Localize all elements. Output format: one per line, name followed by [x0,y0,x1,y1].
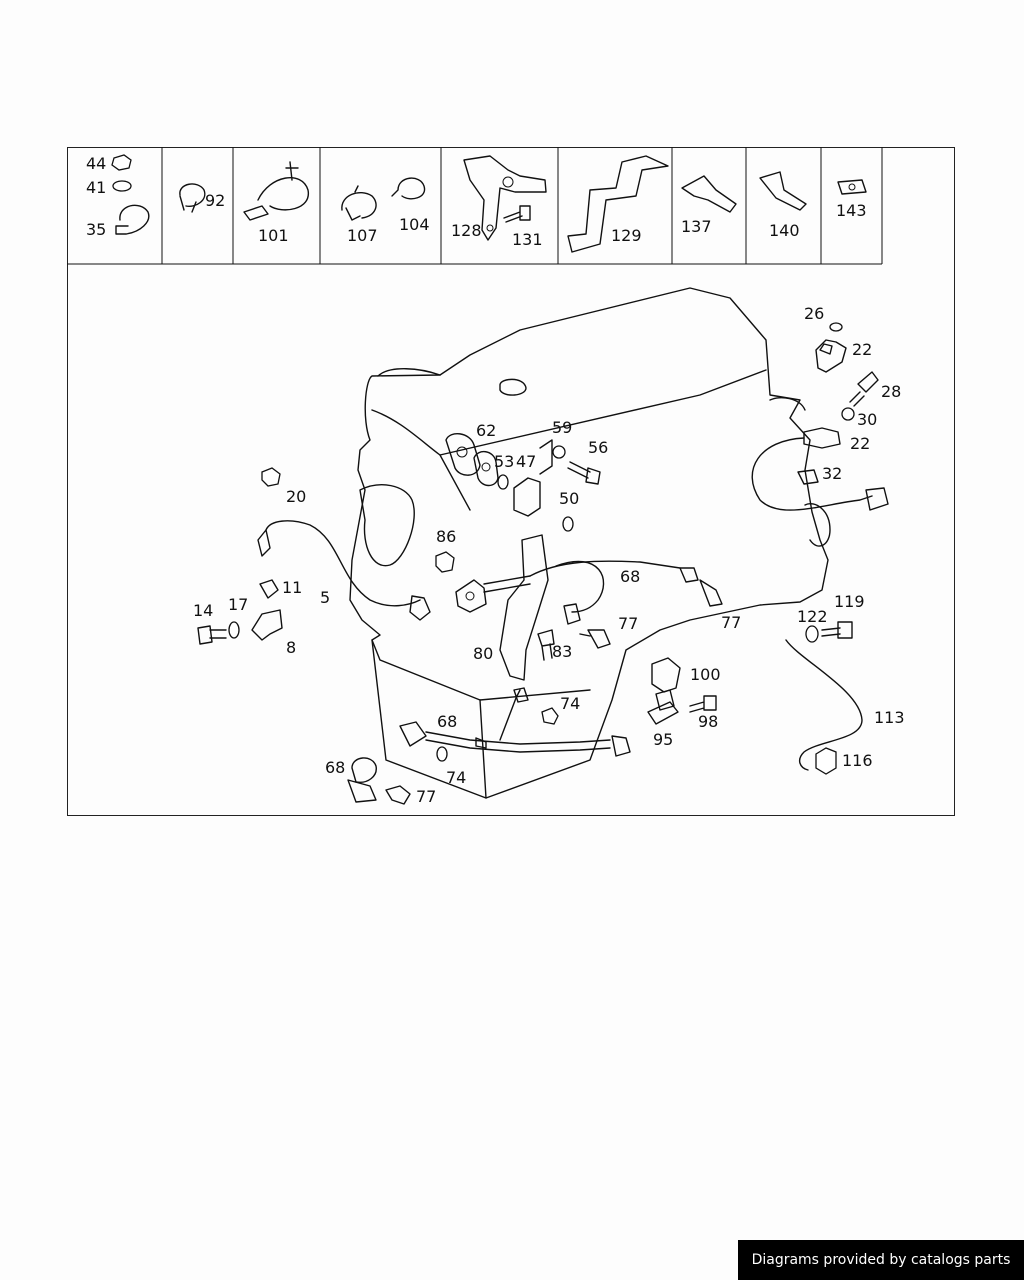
callout-50: 50 [559,489,579,508]
header-strip [67,147,883,265]
callout-68-left: 68 [325,758,345,777]
diagram-frame [67,147,955,816]
credit-banner: Diagrams provided by catalogs parts [738,1240,1024,1280]
clip-137-icon [681,175,737,213]
plate-143-icon [837,179,867,195]
label-137: 137 [681,217,712,236]
callout-labels: 26 22 28 30 22 32 62 59 56 53 47 50 20 8… [193,304,905,806]
label-35: 35 [86,220,106,239]
main-parts-drawings [197,322,889,805]
label-107: 107 [347,226,378,245]
callout-62: 62 [476,421,496,440]
callout-80: 80 [473,644,493,663]
clip-icon [179,183,206,213]
callout-32: 32 [822,464,842,483]
engine-block-drawing [349,287,831,799]
clip-104-icon [391,177,426,200]
label-104: 104 [399,215,430,234]
callout-5: 5 [320,588,330,607]
callout-14: 14 [193,601,213,620]
callout-8: 8 [286,638,296,657]
bracket-129-icon [567,155,669,253]
callout-30: 30 [857,410,877,429]
callout-26: 26 [804,304,824,323]
label-44: 44 [86,154,106,173]
label-143: 143 [836,201,867,220]
callout-59: 59 [552,418,572,437]
bracket-140-icon [759,171,807,211]
callout-20: 20 [286,487,306,506]
callout-95: 95 [653,730,673,749]
callout-68-mid: 68 [620,567,640,586]
bolt-131-icon [503,205,531,223]
clamp-icon [115,204,150,235]
header-parts-drawings [111,154,867,253]
label-131: 131 [512,230,543,249]
callout-77-left: 77 [416,787,436,806]
callout-74-lower: 74 [446,768,466,787]
callout-22-lower: 22 [850,434,870,453]
washer-icon [112,180,132,192]
callout-113: 113 [874,708,905,727]
callout-122: 122 [797,607,828,626]
callout-47: 47 [516,452,536,471]
callout-119: 119 [834,592,865,611]
callout-56: 56 [588,438,608,457]
callout-53: 53 [494,452,514,471]
callout-17: 17 [228,595,248,614]
callout-100: 100 [690,665,721,684]
label-92: 92 [205,191,225,210]
callout-83: 83 [552,642,572,661]
pipe-clamp-icon [243,161,309,221]
label-41: 41 [86,178,106,197]
label-101: 101 [258,226,289,245]
bracket-128-icon [463,155,547,241]
callout-28: 28 [881,382,901,401]
callout-68-lower: 68 [437,712,457,731]
header-labels: 44 41 35 92 101 107 104 128 131 129 137 … [86,154,867,249]
clip-107-icon [341,185,377,221]
label-129: 129 [611,226,642,245]
callout-74-upper: 74 [560,694,580,713]
callout-22-top: 22 [852,340,872,359]
nut-icon [111,154,132,171]
label-128: 128 [451,221,482,240]
callout-116: 116 [842,751,873,770]
callout-86: 86 [436,527,456,546]
callout-98: 98 [698,712,718,731]
label-140: 140 [769,221,800,240]
callout-77-mid: 77 [618,614,638,633]
callout-11: 11 [282,578,302,597]
callout-77-right: 77 [721,613,741,632]
